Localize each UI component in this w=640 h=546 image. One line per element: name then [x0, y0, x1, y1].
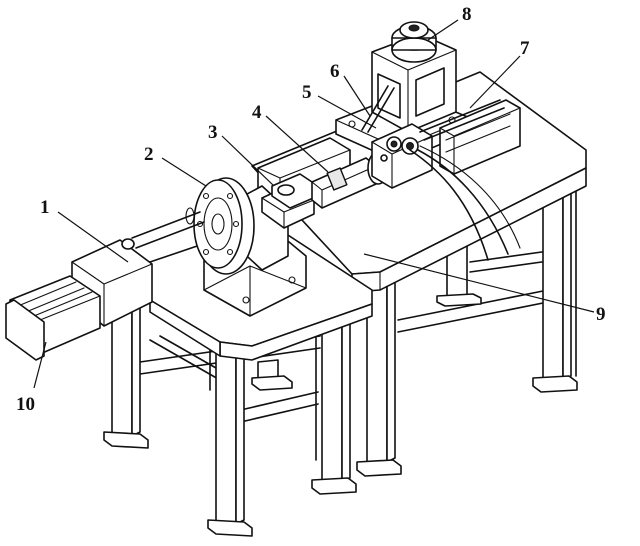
leader-lines: [33, 19, 595, 389]
label-8: 8: [462, 4, 472, 25]
label-6: 6: [330, 61, 340, 82]
label-5: 5: [302, 82, 312, 103]
flange-mount: [193, 177, 307, 317]
label-4: 4: [252, 102, 262, 123]
label-7: 7: [520, 38, 530, 59]
clamp-unit: [335, 21, 521, 261]
servo-motor: [5, 207, 205, 361]
label-3: 3: [208, 122, 218, 143]
label-2: 2: [144, 144, 154, 165]
label-10: 10: [16, 394, 35, 415]
part-labels: 1 2 3 4 5 6 7 8 9 10: [16, 4, 606, 415]
label-9: 9: [596, 304, 606, 325]
label-1: 1: [40, 197, 50, 218]
